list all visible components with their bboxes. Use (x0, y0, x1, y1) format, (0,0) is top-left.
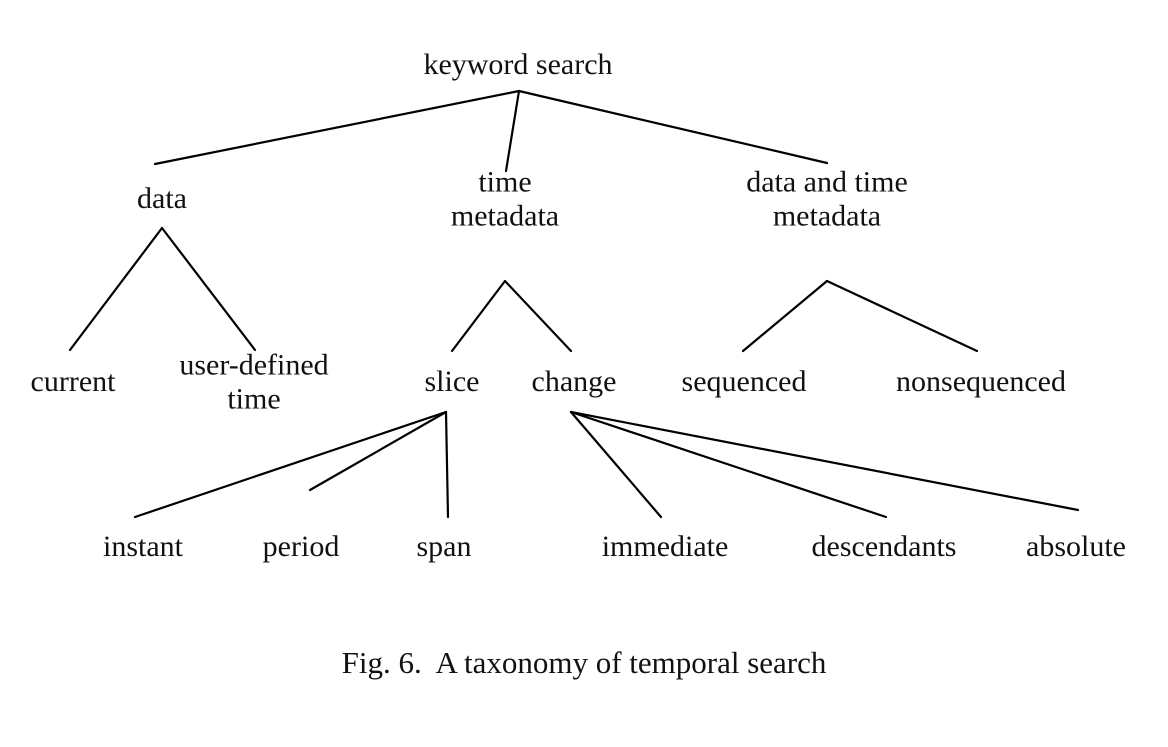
node-label-descendants: descendants (811, 530, 957, 564)
edge-time-metadata-slice (450, 279, 507, 353)
node-label-data-and-time: data and time (746, 165, 908, 199)
node-immediate: immediate (602, 530, 729, 564)
node-nonsequenced: nonsequenced (896, 365, 1066, 399)
edge-keyword-search-time-metadata (504, 89, 521, 173)
node-label-change: change (531, 365, 617, 399)
node-label-keyword-search: keyword search (423, 48, 613, 82)
figure-caption: Fig. 6. A taxonomy of temporal search (341, 645, 827, 680)
node-label-sequenced: sequenced (681, 365, 807, 399)
node-label-span: span (416, 530, 472, 564)
node-label-nonsequenced: nonsequenced (896, 365, 1066, 399)
node-label-slice: slice (424, 365, 480, 399)
node-keyword-search: keyword search (423, 48, 612, 82)
node-label-period: period (262, 530, 340, 564)
node-change: change (532, 365, 617, 399)
node-data: data (137, 182, 187, 216)
node-absolute: absolute (1026, 530, 1126, 564)
edge-data-user-defined-time (160, 226, 257, 352)
edge-change-absolute (569, 410, 1080, 512)
edge-data-current (68, 226, 164, 352)
node-label-data: data (137, 182, 187, 216)
node-sequenced: sequenced (682, 365, 807, 399)
edge-change-descendants (569, 410, 888, 519)
node-data-and-time-metadata: data and time metadata (746, 165, 908, 232)
node-period: period (263, 530, 340, 564)
node-current: current (31, 365, 116, 399)
node-label-absolute: absolute (1026, 530, 1126, 564)
edge-keyword-search-data (153, 89, 521, 166)
node-label-current: current (30, 365, 116, 399)
node-label-data-and-time-metadata-second-line: metadata (772, 199, 882, 232)
edge-slice-period (308, 410, 448, 492)
node-label-time-metadata-second-line: metadata (450, 199, 560, 232)
node-label-instant: instant (103, 530, 183, 564)
edge-keyword-search-data-and-time-metadata (517, 89, 829, 165)
node-time-metadata: time metadata (451, 165, 559, 232)
node-descendants: descendants (812, 530, 957, 564)
node-label-time: time (478, 165, 532, 199)
node-span: span (417, 530, 472, 564)
node-label-immediate: immediate (601, 530, 729, 564)
node-label-user-defined-time-second-line: time (227, 382, 281, 415)
edge-time-metadata-change (503, 279, 573, 353)
node-instant: instant (103, 530, 183, 564)
edge-slice-instant (133, 410, 448, 519)
edge-data-and-time-metadata-nonsequenced (825, 279, 979, 353)
edge-slice-span (444, 410, 450, 519)
node-slice: slice (425, 365, 480, 399)
edge-change-immediate (569, 410, 663, 519)
edge-data-and-time-metadata-sequenced (741, 279, 829, 353)
node-label-user-defined: user-defined (179, 348, 329, 382)
node-user-defined-time: user-defined time (179, 348, 328, 415)
